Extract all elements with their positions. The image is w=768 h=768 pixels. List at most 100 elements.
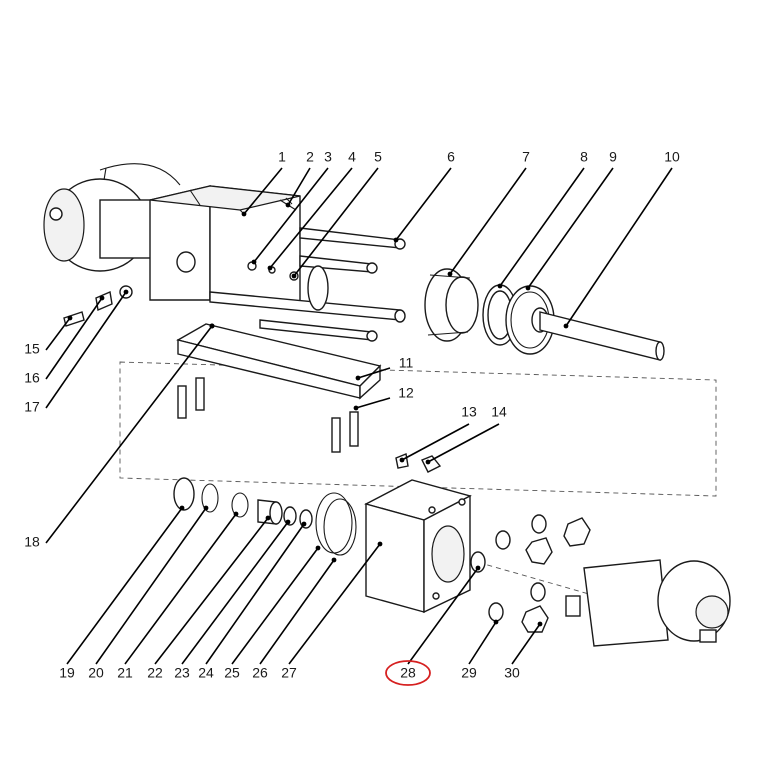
callout-label-26: 26 [252, 665, 268, 681]
leader-line-2 [287, 167, 311, 206]
seal-rings [482, 284, 555, 355]
tie-rods [209, 227, 406, 342]
leader-dot-27 [377, 541, 383, 547]
leader-line-22 [154, 517, 269, 665]
callout-label-20: 20 [88, 665, 104, 681]
leader-line-4 [269, 167, 353, 269]
leader-line-3 [253, 167, 329, 263]
leader-line-13 [401, 423, 470, 461]
fittings-15-17 [63, 285, 133, 327]
highlight-circle-28 [385, 660, 431, 686]
leader-line-19 [66, 507, 183, 665]
leader-dot-3 [251, 259, 257, 265]
leader-dot-22 [265, 515, 271, 521]
leader-dot-17 [123, 289, 129, 295]
leader-dot-29 [493, 619, 499, 625]
lower-rings [173, 477, 357, 556]
leader-line-5 [293, 167, 379, 277]
callout-label-18: 18 [24, 534, 40, 550]
leader-line-7 [449, 167, 527, 275]
leader-line-8 [499, 167, 585, 287]
callout-label-25: 25 [224, 665, 240, 681]
callout-label-1: 1 [278, 149, 286, 165]
leader-dot-13 [399, 457, 405, 463]
leader-dot-9 [525, 285, 531, 291]
leader-dot-26 [331, 557, 337, 563]
piston-rod [531, 307, 665, 361]
leader-dot-23 [285, 519, 291, 525]
leader-line-9 [527, 167, 614, 289]
leader-dot-8 [497, 283, 503, 289]
cylinder-body [149, 185, 301, 311]
callout-leaders [45, 167, 673, 665]
leader-line-1 [243, 167, 283, 215]
mounting-plate [176, 323, 382, 400]
callout-label-28: 28 [400, 665, 416, 681]
leader-line-27 [288, 543, 381, 665]
callout-label-5: 5 [374, 149, 382, 165]
leader-dot-11 [355, 375, 361, 381]
callout-label-4: 4 [348, 149, 356, 165]
cylinder-rear-cap [43, 163, 181, 272]
callout-label-19: 19 [59, 665, 75, 681]
leader-dot-16 [99, 295, 105, 301]
leader-dot-25 [315, 545, 321, 551]
leader-dot-21 [233, 511, 239, 517]
callout-label-2: 2 [306, 149, 314, 165]
leader-dot-14 [425, 459, 431, 465]
leader-dot-2 [285, 202, 291, 208]
callout-label-29: 29 [461, 665, 477, 681]
leader-dot-28 [475, 565, 481, 571]
leader-line-6 [395, 167, 452, 241]
leader-dot-19 [179, 505, 185, 511]
leader-dot-7 [447, 271, 453, 277]
callout-label-6: 6 [447, 149, 455, 165]
callout-label-8: 8 [580, 149, 588, 165]
callout-label-14: 14 [491, 404, 507, 420]
leader-dot-4 [267, 265, 273, 271]
callout-label-10: 10 [664, 149, 680, 165]
leader-line-17 [45, 291, 127, 409]
leader-line-14 [427, 423, 500, 463]
leader-dot-5 [291, 273, 297, 279]
leader-line-26 [259, 559, 335, 665]
cylinder-inner-parts [239, 197, 329, 311]
callout-label-3: 3 [324, 149, 332, 165]
screws [177, 377, 359, 453]
leader-dot-24 [301, 521, 307, 527]
leader-dot-10 [563, 323, 569, 329]
leader-line-15 [45, 317, 71, 351]
callout-label-27: 27 [281, 665, 297, 681]
leader-line-10 [565, 167, 673, 327]
callout-label-23: 23 [174, 665, 190, 681]
leader-line-30 [511, 623, 541, 665]
callout-label-7: 7 [522, 149, 530, 165]
fittings-13-14 [395, 453, 442, 473]
callout-label-13: 13 [461, 404, 477, 420]
leader-line-28 [407, 567, 479, 665]
callout-label-9: 9 [609, 149, 617, 165]
leader-line-20 [95, 507, 207, 665]
leader-dot-30 [537, 621, 543, 627]
leader-dot-6 [393, 237, 399, 243]
seal-ring-29 [470, 551, 486, 573]
callout-label-11: 11 [399, 355, 414, 371]
callout-label-16: 16 [24, 370, 40, 386]
leader-line-18 [45, 325, 213, 544]
leader-line-12 [355, 397, 391, 409]
lower-cylinder [565, 559, 731, 647]
callout-label-21: 21 [117, 665, 133, 681]
piston [424, 268, 479, 342]
leader-line-11 [357, 367, 391, 379]
flange-block-28 [364, 479, 472, 614]
leader-dot-18 [209, 323, 215, 329]
leader-line-25 [231, 547, 319, 665]
leader-dot-12 [353, 405, 359, 411]
callout-label-24: 24 [198, 665, 214, 681]
leader-line-23 [181, 521, 289, 665]
callout-label-15: 15 [24, 341, 40, 357]
leader-line-29 [468, 621, 497, 665]
